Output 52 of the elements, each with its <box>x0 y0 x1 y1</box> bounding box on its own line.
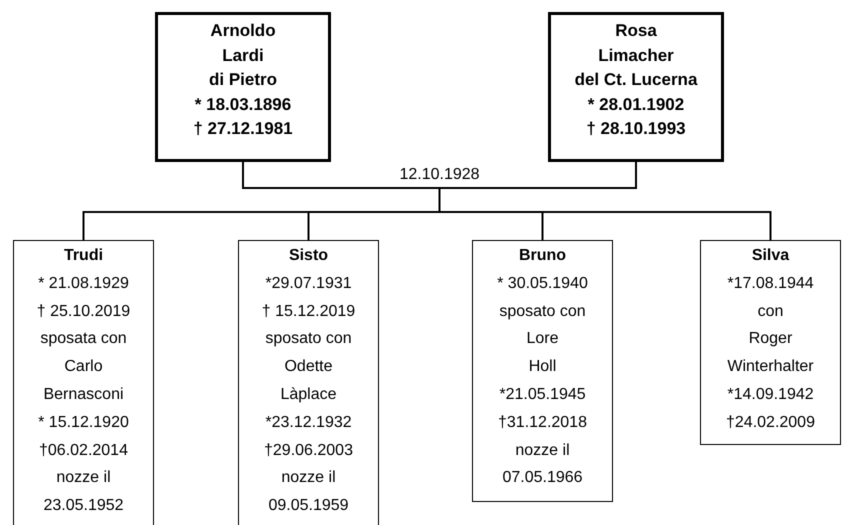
person-detail: Odette <box>283 357 334 378</box>
person-detail: *29.07.1931 <box>264 274 353 294</box>
person-box <box>155 12 331 162</box>
person-detail: Làplace <box>279 384 338 405</box>
person-detail: Winterhalter <box>726 357 815 378</box>
person-detail: † 28.10.1993 <box>585 118 687 140</box>
person-detail: sposato con <box>498 302 587 322</box>
person-detail: nozze il <box>514 440 571 461</box>
person-detail: sposata con <box>39 329 128 350</box>
person-box <box>472 240 613 502</box>
person-box <box>238 240 379 525</box>
person-detail: Bernasconi <box>42 384 125 405</box>
person-detail: *21.05.1945 <box>498 384 587 405</box>
person-detail: * 30.05.1940 <box>496 274 589 294</box>
person-detail: sposato con <box>264 329 353 350</box>
person-detail: *17.08.1944 <box>726 274 815 294</box>
person-detail: Lore <box>525 329 560 350</box>
person-detail: * 21.08.1929 <box>37 274 130 294</box>
person-detail: 23.05.1952 <box>42 496 125 516</box>
person-name: Silva <box>750 246 790 266</box>
person-detail: †31.12.2018 <box>497 412 588 433</box>
person-detail: nozze il <box>280 468 337 488</box>
person-detail: * 15.12.1920 <box>37 412 130 433</box>
person-detail: † 15.12.2019 <box>260 302 356 322</box>
person-detail: * 28.01.1902 <box>586 94 686 116</box>
person-detail: †06.02.2014 <box>38 440 129 461</box>
person-box <box>700 240 841 445</box>
person-detail: nozze il <box>55 468 112 488</box>
person-detail: * 18.03.1896 <box>194 94 292 116</box>
person-name: di Pietro <box>208 69 278 91</box>
person-detail: 09.05.1959 <box>267 496 350 516</box>
person-detail: *14.09.1942 <box>726 384 815 405</box>
person-box <box>548 12 724 162</box>
person-detail: † 27.12.1981 <box>192 118 294 140</box>
person-box <box>13 240 154 525</box>
person-detail: †29.06.2003 <box>263 440 354 461</box>
person-name: Limacher <box>597 44 675 66</box>
person-detail: † 25.10.2019 <box>36 302 132 322</box>
person-name: Rosa <box>614 20 658 42</box>
person-name: Arnoldo <box>209 20 277 42</box>
person-name: Sisto <box>288 246 330 266</box>
person-name: del Ct. Lucerna <box>574 69 698 91</box>
person-detail: Holl <box>528 357 558 378</box>
person-detail: con <box>756 302 784 322</box>
person-detail: Carlo <box>63 357 104 378</box>
person-detail: Roger <box>748 329 794 350</box>
person-detail: 07.05.1966 <box>501 468 584 488</box>
person-name: Lardi <box>221 44 265 66</box>
person-name: Bruno <box>518 246 568 266</box>
person-detail: *23.12.1932 <box>264 412 353 433</box>
person-name: Trudi <box>62 246 104 266</box>
person-detail: †24.02.2009 <box>725 412 816 433</box>
